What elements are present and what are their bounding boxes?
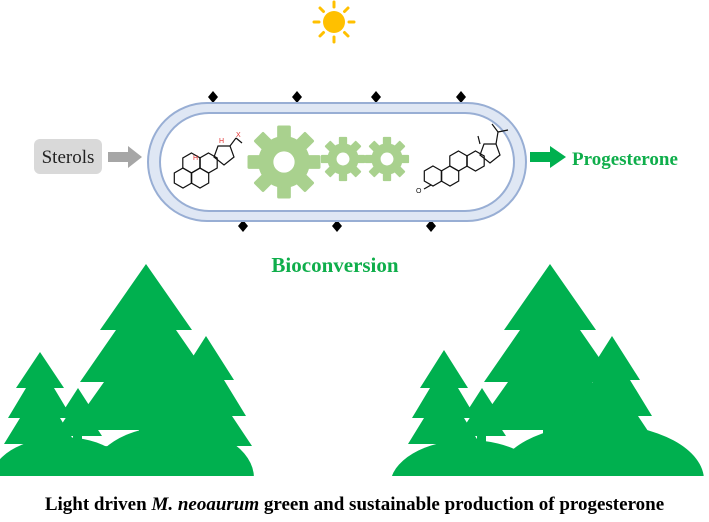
figure-caption: Light driven M. neoaurum green and susta… <box>0 494 709 516</box>
caption-organism: M. neoaurum <box>151 494 260 515</box>
membrane-markers-top <box>208 91 466 103</box>
sun-icon <box>312 0 356 44</box>
bioconversion-label: Bioconversion <box>271 253 398 277</box>
sterol-atom-h2: H <box>219 138 224 145</box>
membrane-markers-bottom <box>238 220 436 232</box>
caption-prefix: Light driven <box>44 494 152 515</box>
progesterone-structure: O <box>416 123 509 195</box>
gear-icon-medium <box>320 136 366 182</box>
sterol-structure: H H X <box>173 132 243 189</box>
sterols-label: Sterols <box>42 147 95 168</box>
output-arrow-icon <box>530 146 566 168</box>
progesterone-label: Progesterone <box>572 149 678 170</box>
gear-icon-large <box>247 125 321 199</box>
sterol-atom-x: X <box>236 132 241 139</box>
input-arrow-icon <box>108 146 142 168</box>
gear-icon-small <box>364 136 410 182</box>
progesterone-atom-o: O <box>416 188 422 195</box>
caption-suffix: green and sustainable production of prog… <box>259 494 665 515</box>
sterols-box: Sterols <box>34 139 102 174</box>
sterol-atom-h1: H <box>193 155 198 162</box>
